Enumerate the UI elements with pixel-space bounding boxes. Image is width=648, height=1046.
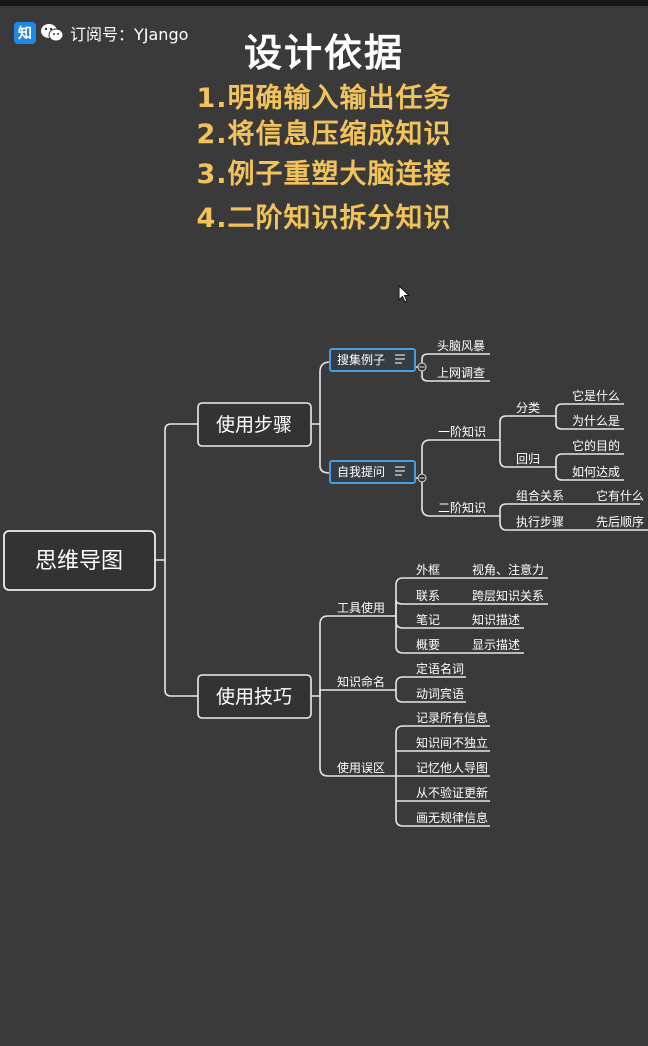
classify-topic[interactable]: 分类 xyxy=(516,401,540,415)
mouse-cursor-icon xyxy=(398,285,411,303)
basis-item-2: 2.将信息压缩成知识 xyxy=(196,119,452,150)
summary-topic[interactable]: 概要 xyxy=(416,638,440,652)
relation-topic[interactable]: 联系 xyxy=(416,589,440,603)
pitfall-topic-3[interactable]: 记忆他人导图 xyxy=(416,761,488,775)
first-order-topic[interactable]: 一阶知识 xyxy=(438,425,486,439)
what-is-it-topic[interactable]: 它是什么 xyxy=(572,388,620,403)
why-is-it-topic[interactable]: 为什么是 xyxy=(572,414,620,428)
attributive-noun-topic[interactable]: 定语名词 xyxy=(416,661,464,676)
self-question-node[interactable] xyxy=(329,460,416,484)
perspective-attention-topic[interactable]: 视角、注意力 xyxy=(472,562,544,577)
pitfall-topic-4[interactable]: 从不验证更新 xyxy=(416,785,488,800)
wechat-icon xyxy=(40,22,64,44)
frame-topic[interactable]: 外框 xyxy=(416,563,440,577)
what-it-has-topic[interactable]: 它有什么 xyxy=(596,488,644,503)
its-purpose-topic[interactable]: 它的目的 xyxy=(572,438,620,453)
second-order-topic[interactable]: 二阶知识 xyxy=(438,501,486,515)
brainstorm-topic[interactable]: 头脑风暴 xyxy=(437,339,485,353)
top-bar xyxy=(0,0,648,6)
how-achieved-topic[interactable]: 如何达成 xyxy=(572,464,620,479)
knowledge-description-topic[interactable]: 知识描述 xyxy=(472,613,520,627)
basis-item-3: 3.例子重塑大脑连接 xyxy=(196,159,452,190)
notes-topic[interactable]: 笔记 xyxy=(416,612,440,627)
steps-node-label: 使用步骤 xyxy=(216,414,292,436)
execution-steps-topic[interactable]: 执行步骤 xyxy=(516,515,564,529)
web-research-topic[interactable]: 上网调查 xyxy=(437,366,485,380)
zhihu-icon: 知 xyxy=(14,22,36,44)
pitfall-topic-1[interactable]: 记录所有信息 xyxy=(416,710,488,725)
tool-use-topic[interactable]: 工具使用 xyxy=(337,600,385,615)
usage-pitfalls-topic[interactable]: 使用误区 xyxy=(337,760,385,775)
basis-item-4: 4.二阶知识拆分知识 xyxy=(196,203,452,234)
subscription-text: 订阅号：YJango xyxy=(70,25,189,44)
pitfall-topic-5[interactable]: 画无规律信息 xyxy=(416,810,488,825)
induce-topic[interactable]: 回归 xyxy=(516,452,540,466)
self-question-notes-icon[interactable] xyxy=(395,466,405,476)
subscription-header: 知 订阅号：YJango xyxy=(14,20,188,46)
show-description-topic[interactable]: 显示描述 xyxy=(472,638,520,652)
collect-examples-label: 搜集例子 xyxy=(337,352,385,367)
tips-node-label: 使用技巧 xyxy=(216,686,292,708)
steps-node[interactable] xyxy=(197,402,312,447)
collect-examples-notes-icon[interactable] xyxy=(395,354,405,364)
root-node-label: 思维导图 xyxy=(35,549,123,574)
verb-object-topic[interactable]: 动词宾语 xyxy=(416,686,464,701)
basis-item-1: 1.明确输入输出任务 xyxy=(196,83,452,114)
collect-examples-node[interactable] xyxy=(329,348,416,372)
root-node[interactable] xyxy=(3,530,156,591)
tips-node[interactable] xyxy=(197,674,312,719)
cross-level-relation-topic[interactable]: 跨层知识关系 xyxy=(472,589,544,603)
self-question-label: 自我提问 xyxy=(337,464,385,479)
sequence-order-topic[interactable]: 先后顺序 xyxy=(596,514,644,529)
pitfall-topic-2[interactable]: 知识间不独立 xyxy=(416,735,488,750)
page-title: 设计依据 xyxy=(243,31,404,75)
knowledge-naming-topic[interactable]: 知识命名 xyxy=(337,674,385,689)
combination-relation-topic[interactable]: 组合关系 xyxy=(516,488,564,503)
